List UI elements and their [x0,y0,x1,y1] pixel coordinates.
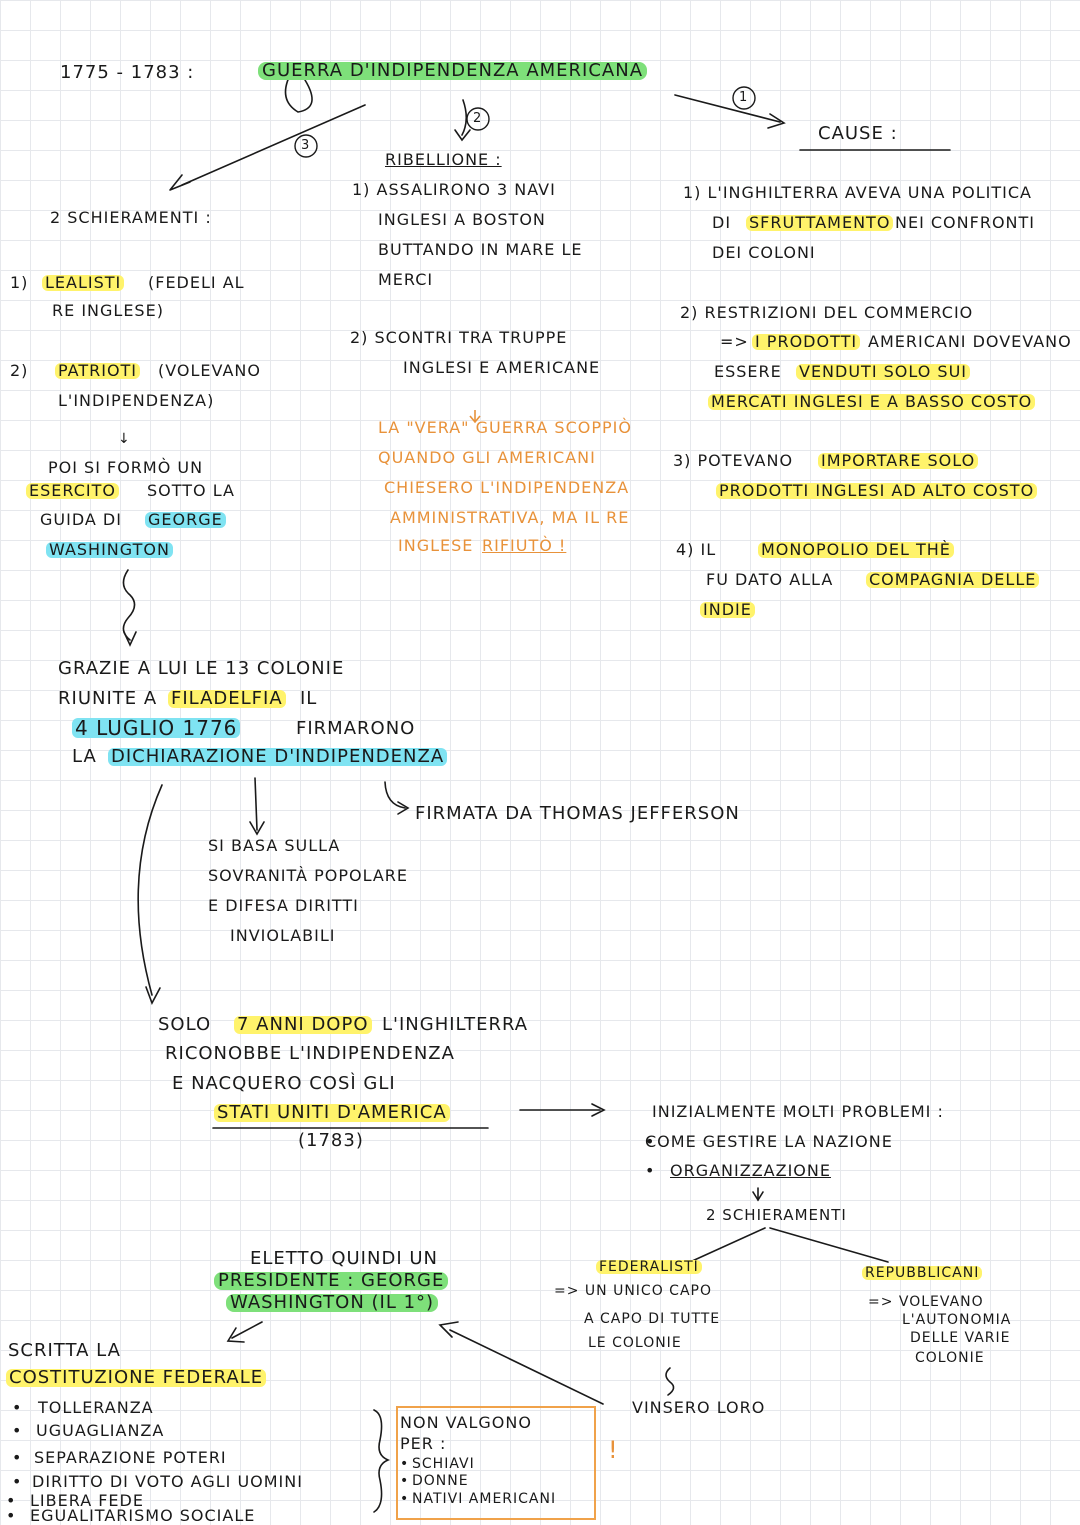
marker-3: 3 [301,138,310,153]
army-line-1: POI SI FORMÒ UN [48,458,204,477]
exceptions-bullet: • [400,1473,410,1489]
recognition-line-2: RICONOBBE L'INDIPENDENZA [165,1043,455,1064]
president-line-3: WASHINGTON (IL 1°) [226,1294,439,1312]
causes-heading: CAUSE : [818,123,898,144]
page-title: GUERRA D'INDIPENDENZA AMERICANA [258,62,648,80]
lealisti-num: 1) [10,273,29,292]
recognition-england: L'INGHILTERRA [382,1014,529,1035]
recognition-line-3: E NACQUERO COSÌ GLI [172,1073,396,1094]
federalisti-won: VINSERO LORO [632,1398,766,1417]
constitution-intro: SCRITTA LA [8,1340,121,1361]
down-arrow-glyph: ↓ [118,431,131,447]
exceptions-box [396,1406,596,1520]
exceptions-item: SCHIAVI [412,1456,475,1472]
lealisti-label: LEALISTI [42,275,125,291]
marker-2: 2 [473,111,482,126]
patrioti-note: (VOLEVANO [158,361,261,380]
list-item: DIRITTO DI VOTO AGLI UOMINI [32,1472,303,1491]
constitution-bullet: • [6,1506,17,1525]
problems-item-2: ORGANIZZAZIONE [670,1161,831,1180]
recognition-years: 7 ANNI DOPO [234,1016,372,1034]
exceptions-item: DONNE [412,1473,469,1489]
list-item: SEPARAZIONE POTERI [34,1448,227,1467]
list-item: EGUALITARISMO SOCIALE [30,1506,256,1525]
president-line-2: PRESIDENTE : GEORGE [214,1272,449,1290]
repubblicani-label: REPUBBLICANI [862,1266,983,1280]
patrioti-note-2: L'INDIPENDENZA) [58,391,215,410]
exceptions-bullet: • [400,1491,410,1507]
marker-1: 1 [739,90,748,105]
declaration-il: IL [300,688,318,709]
list-item: LIBERA FEDE [30,1491,144,1510]
declaration-title: DICHIARAZIONE D'INDIPENDENZA [108,748,448,766]
factions-label: 2 SCHIERAMENTI [706,1206,847,1224]
army-line-3: GUIDA DI [40,510,122,529]
president-line-1: ELETTO QUINDI UN [250,1248,438,1269]
problems-heading: INIZIALMENTE MOLTI PROBLEMI : [652,1102,944,1121]
patrioti-label: PATRIOTI [55,363,141,379]
recognition-solo: SOLO [158,1014,212,1035]
list-item: TOLLERANZA [38,1398,154,1417]
ribellione-heading: RIBELLIONE : [385,150,502,169]
constitution-bullet: • [12,1421,23,1440]
usa-year: (1783) [298,1130,364,1151]
constitution-bullet: • [6,1491,17,1510]
declaration-date: 4 LUGLIO 1776 [72,718,241,738]
patrioti-num: 2) [10,361,29,380]
schieramenti-heading: 2 SCHIERAMENTI : [50,208,212,227]
declaration-signed: FIRMARONO [296,718,416,739]
lealisti-note-2: RE INGLESE) [52,301,164,320]
constitution-bullet: • [12,1448,23,1467]
problems-item-1: COME GESTIRE LA NAZIONE [645,1132,893,1151]
filadelfia: FILADELFIA [168,690,286,708]
usa-label: STATI UNITI D'AMERICA [214,1104,450,1122]
federalisti-label: FEDERALISTI [596,1260,702,1274]
exclamation-mark: ! [608,1436,619,1464]
constitution-bullet: • [12,1398,23,1417]
lealisti-note: (FEDELI AL [148,273,245,292]
army-highlight: ESERCITO [26,483,119,499]
problems-bullet-2: • [645,1161,656,1180]
exceptions-title-2: PER : [400,1434,447,1453]
list-item: UGUAGLIANZA [36,1421,165,1440]
problems-bullet-1: • [645,1132,656,1151]
army-name-1: GEORGE [145,512,226,528]
declaration-line-1: GRAZIE A LUI LE 13 COLONIE [58,658,345,679]
jefferson-note: FIRMATA DA THOMAS JEFFERSON [415,803,740,824]
exceptions-bullet: • [400,1456,410,1472]
header-dates: 1775 - 1783 : [60,62,195,83]
exceptions-item: NATIVI AMERICANI [412,1491,557,1507]
declaration-line-2: RIUNITE A [58,688,158,709]
constitution-title: COSTITUZIONE FEDERALE [6,1369,267,1387]
declaration-la: LA [72,746,97,767]
exceptions-title-1: NON VALGONO [400,1413,532,1432]
army-line-2: SOTTO LA [147,481,235,500]
constitution-bullet: • [12,1472,23,1491]
army-name-2: WASHINGTON [46,542,173,558]
